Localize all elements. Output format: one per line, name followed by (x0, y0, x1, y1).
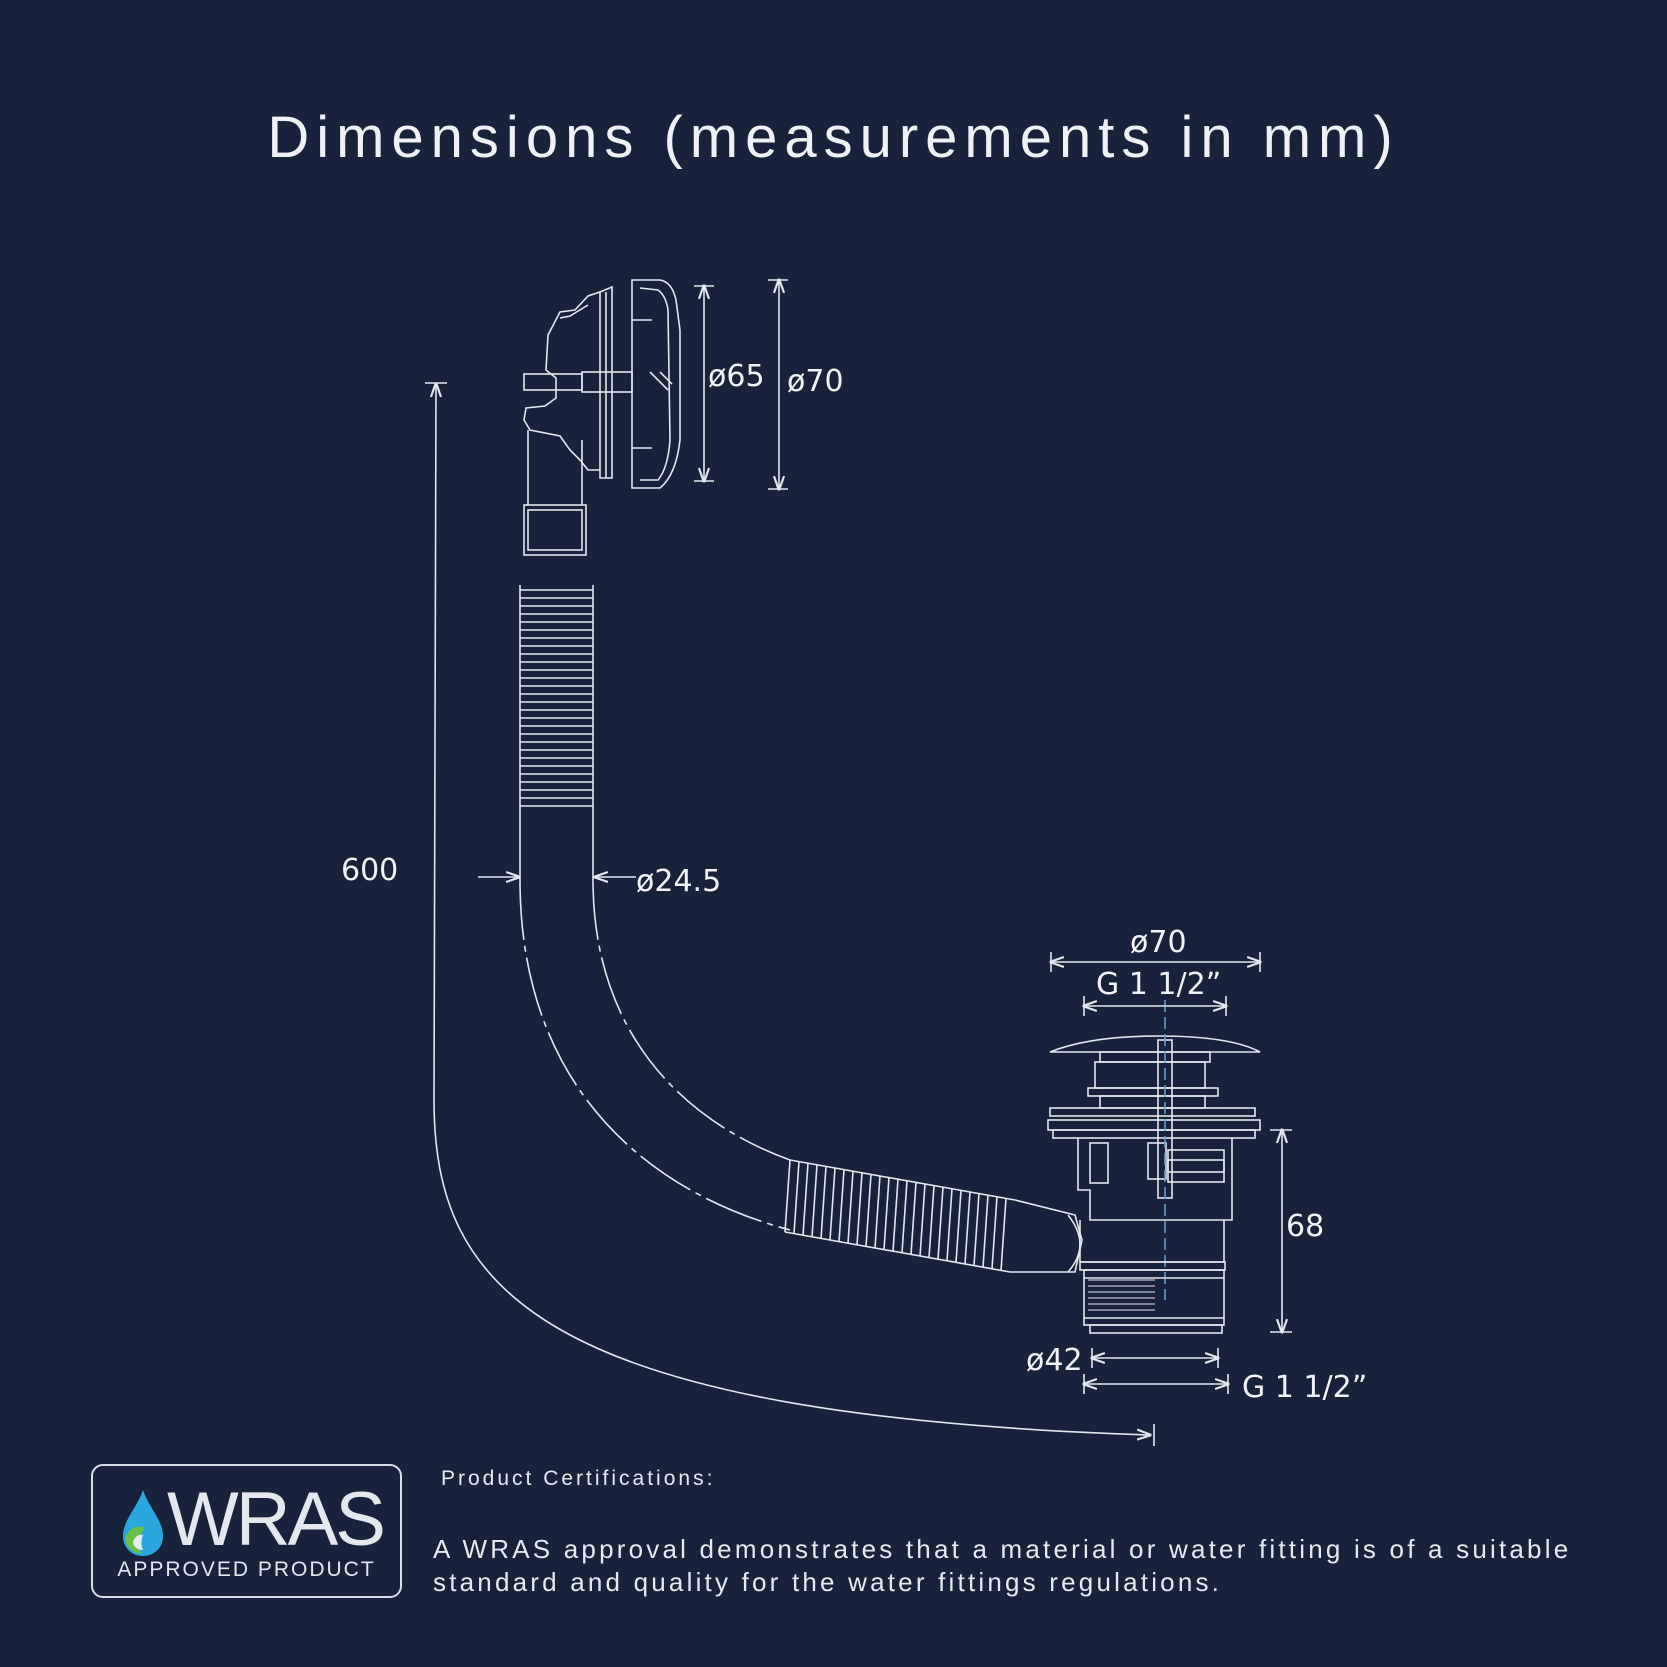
hose-rib (1000, 1198, 1007, 1271)
hose-rib (793, 1161, 800, 1234)
label-overflow-dia-70: ø70 (787, 364, 844, 399)
hose-rib (964, 1191, 971, 1265)
overflow-head (523, 279, 681, 556)
hose-rib (982, 1195, 989, 1268)
label-waste-height: 68 (1286, 1209, 1324, 1244)
waste-assembly (1047, 1000, 1261, 1334)
hose-rib (955, 1190, 962, 1263)
hose-rib (892, 1179, 899, 1252)
hose-angled-corrugated (784, 1159, 1016, 1273)
label-hose-dia: ø24.5 (636, 864, 721, 899)
hose-rib (856, 1172, 863, 1245)
label-waste-cap-dia: ø70 (1130, 925, 1187, 960)
hose-rib (901, 1180, 908, 1253)
hose-rib (937, 1187, 944, 1260)
hose-rib (802, 1163, 809, 1236)
hose-rib (946, 1188, 953, 1261)
hose-rib (829, 1167, 836, 1241)
length-dimension (425, 382, 1155, 1446)
wras-badge: WRAS APPROVED PRODUCT (91, 1464, 402, 1598)
water-drop-icon (123, 1490, 163, 1556)
hose-rib (910, 1182, 917, 1255)
hose-rib (820, 1166, 827, 1239)
label-waste-thread-bottom: G 1 1/2” (1242, 1370, 1367, 1405)
wras-subtitle: APPROVED PRODUCT (117, 1558, 376, 1581)
label-waste-thread-top: G 1 1/2” (1096, 967, 1221, 1002)
wras-logo-text: WRAS (167, 1477, 386, 1562)
hose-vertical-corrugated (519, 585, 594, 815)
hose-rib (883, 1177, 890, 1250)
hose-rib (919, 1183, 926, 1257)
hose-connector (1010, 1199, 1083, 1273)
page-title: Dimensions (measurements in mm) (267, 105, 1400, 170)
hose-rib (847, 1171, 854, 1244)
label-total-length: 600 (341, 853, 398, 888)
hose-rib (973, 1193, 980, 1266)
label-waste-outlet-dia: ø42 (1026, 1343, 1083, 1378)
hose-rib (991, 1196, 998, 1269)
hose-rib (811, 1164, 818, 1237)
label-overflow-dia-65: ø65 (708, 359, 765, 394)
certifications-text: A WRAS approval demonstrates that a mate… (433, 1534, 1572, 1597)
hose-rib (865, 1174, 872, 1247)
hose-rib (838, 1169, 845, 1242)
hose-rib (784, 1159, 791, 1233)
hose-rib (928, 1185, 935, 1258)
certifications-heading: Product Certifications: (441, 1467, 716, 1490)
hose-rib (874, 1175, 881, 1249)
